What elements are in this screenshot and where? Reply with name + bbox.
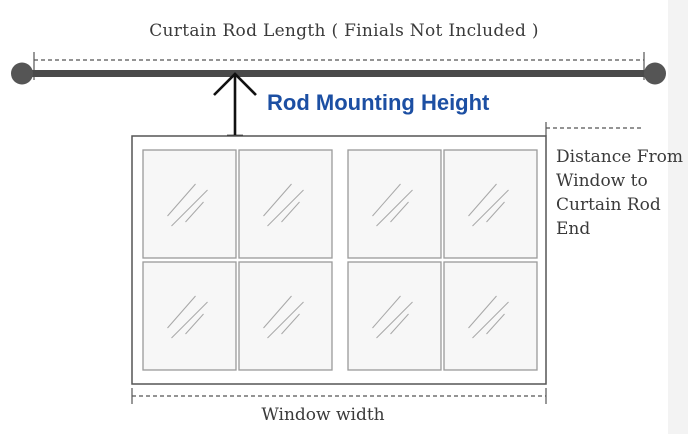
glass-glare-line <box>486 313 505 335</box>
distance-label: Distance From Window to Curtain Rod End <box>556 145 683 241</box>
window-width-label: Window width <box>261 405 385 425</box>
glass-glare-line <box>171 301 208 339</box>
right-edge-strip <box>668 0 688 434</box>
glass-glare-line <box>185 313 204 335</box>
glass-glare-line <box>185 201 204 223</box>
window-pane <box>142 149 237 259</box>
glass-glare-line <box>376 189 413 227</box>
glass-glare-line <box>472 189 509 227</box>
window <box>131 135 547 385</box>
mounting-height-label: Rod Mounting Height <box>267 90 490 115</box>
finial-left <box>11 62 33 85</box>
glass-glare-line <box>281 313 300 335</box>
window-pane <box>142 261 237 371</box>
window-pane <box>443 149 538 259</box>
window-pane <box>443 261 538 371</box>
glass-glare-line <box>263 295 292 329</box>
window-pane <box>347 261 442 371</box>
glass-glare-line <box>263 183 292 217</box>
glass-glare-line <box>267 301 304 339</box>
glass-glare-line <box>390 201 409 223</box>
distance-label-line: Distance From <box>556 147 683 167</box>
distance-label-line: Window to <box>556 171 648 191</box>
glass-glare-line <box>167 295 196 329</box>
glass-glare-line <box>372 295 401 329</box>
curtain-rod <box>24 70 656 77</box>
glass-glare-line <box>167 183 196 217</box>
glass-glare-line <box>372 183 401 217</box>
glass-glare-line <box>468 183 497 217</box>
glass-glare-line <box>171 189 208 227</box>
glass-glare-line <box>390 313 409 335</box>
glass-glare-line <box>267 189 304 227</box>
glass-glare-line <box>468 295 497 329</box>
mounting-height-arrow <box>213 72 257 138</box>
glass-glare-line <box>376 301 413 339</box>
window-pane <box>238 261 333 371</box>
window-pane <box>238 149 333 259</box>
finial-right <box>644 62 666 85</box>
glass-glare-line <box>281 201 300 223</box>
glass-glare-line <box>472 301 509 339</box>
distance-label-line: End <box>556 219 591 239</box>
glass-glare-line <box>486 201 505 223</box>
window-pane <box>347 149 442 259</box>
rod-length-label: Curtain Rod Length ( Finials Not Include… <box>149 21 539 41</box>
distance-label-line: Curtain Rod <box>556 195 661 215</box>
